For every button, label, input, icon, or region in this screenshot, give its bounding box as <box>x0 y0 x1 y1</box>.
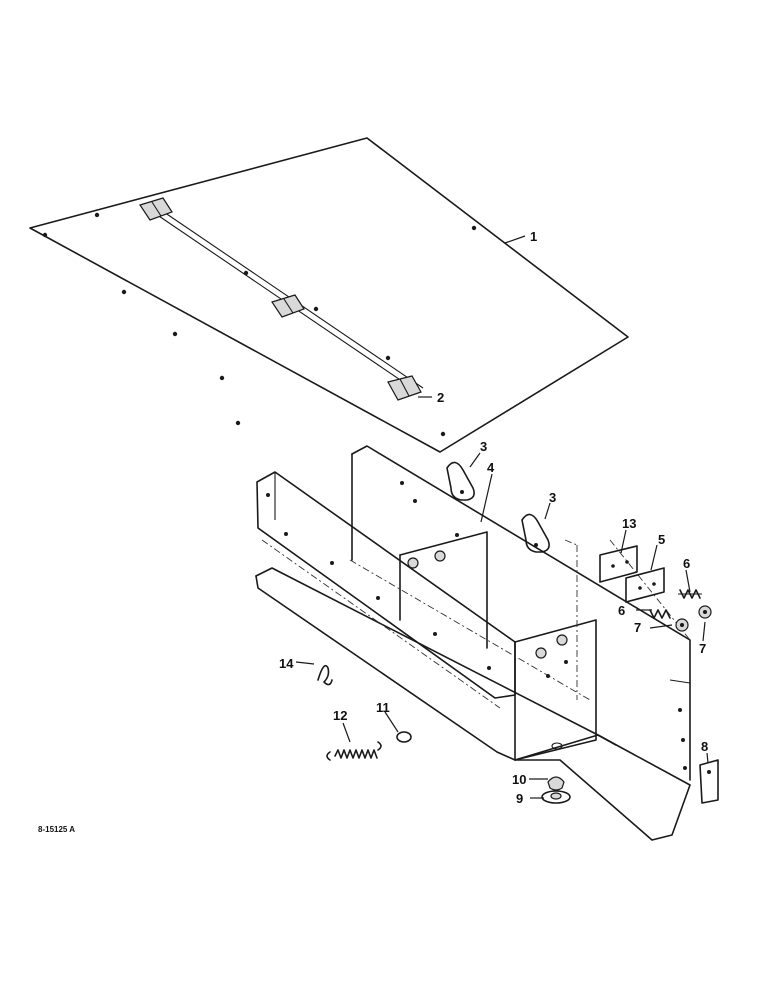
box-body <box>255 445 691 841</box>
hinge-middle <box>271 294 305 318</box>
spring-6-left <box>649 609 671 619</box>
ring-11 <box>396 731 412 743</box>
leader-lines <box>295 235 709 799</box>
drawing-number: 8-15125 A <box>38 825 75 834</box>
plate-8 <box>699 759 719 804</box>
callout-7-left: 7 <box>634 620 641 635</box>
hinge-bottom <box>387 375 422 401</box>
callout-6-right: 6 <box>683 556 690 571</box>
callout-4: 4 <box>487 460 495 475</box>
nut-7-left <box>675 618 689 632</box>
spring-12 <box>326 741 382 761</box>
bracket-13 <box>599 545 638 583</box>
callout-5: 5 <box>658 532 665 547</box>
bracket-5 <box>625 567 665 603</box>
nut-7-right <box>698 605 712 619</box>
callout-9: 9 <box>516 791 523 806</box>
callout-6-left: 6 <box>618 603 625 618</box>
hinge-top <box>139 197 173 221</box>
callout-3-lower: 3 <box>549 490 556 505</box>
clip-14 <box>317 664 333 686</box>
callout-2: 2 <box>437 390 444 405</box>
callout-13: 13 <box>622 516 636 531</box>
callout-7-right: 7 <box>699 641 706 656</box>
callout-1: 1 <box>530 229 537 244</box>
latch-clip-upper <box>446 461 475 501</box>
grommet-10 <box>547 776 565 791</box>
callout-12: 12 <box>333 708 347 723</box>
callout-8: 8 <box>701 739 708 754</box>
mount-9 <box>541 790 571 804</box>
callout-14: 14 <box>279 656 294 671</box>
callout-labels: 1 2 3 3 4 5 6 6 7 7 8 9 10 11 12 13 14 <box>279 229 708 806</box>
latch-clip-lower <box>521 513 550 553</box>
callout-10: 10 <box>512 772 526 787</box>
spring-6-right <box>678 589 702 599</box>
lid-panel <box>29 137 629 453</box>
callout-3-upper: 3 <box>480 439 487 454</box>
callout-11: 11 <box>376 700 390 715</box>
